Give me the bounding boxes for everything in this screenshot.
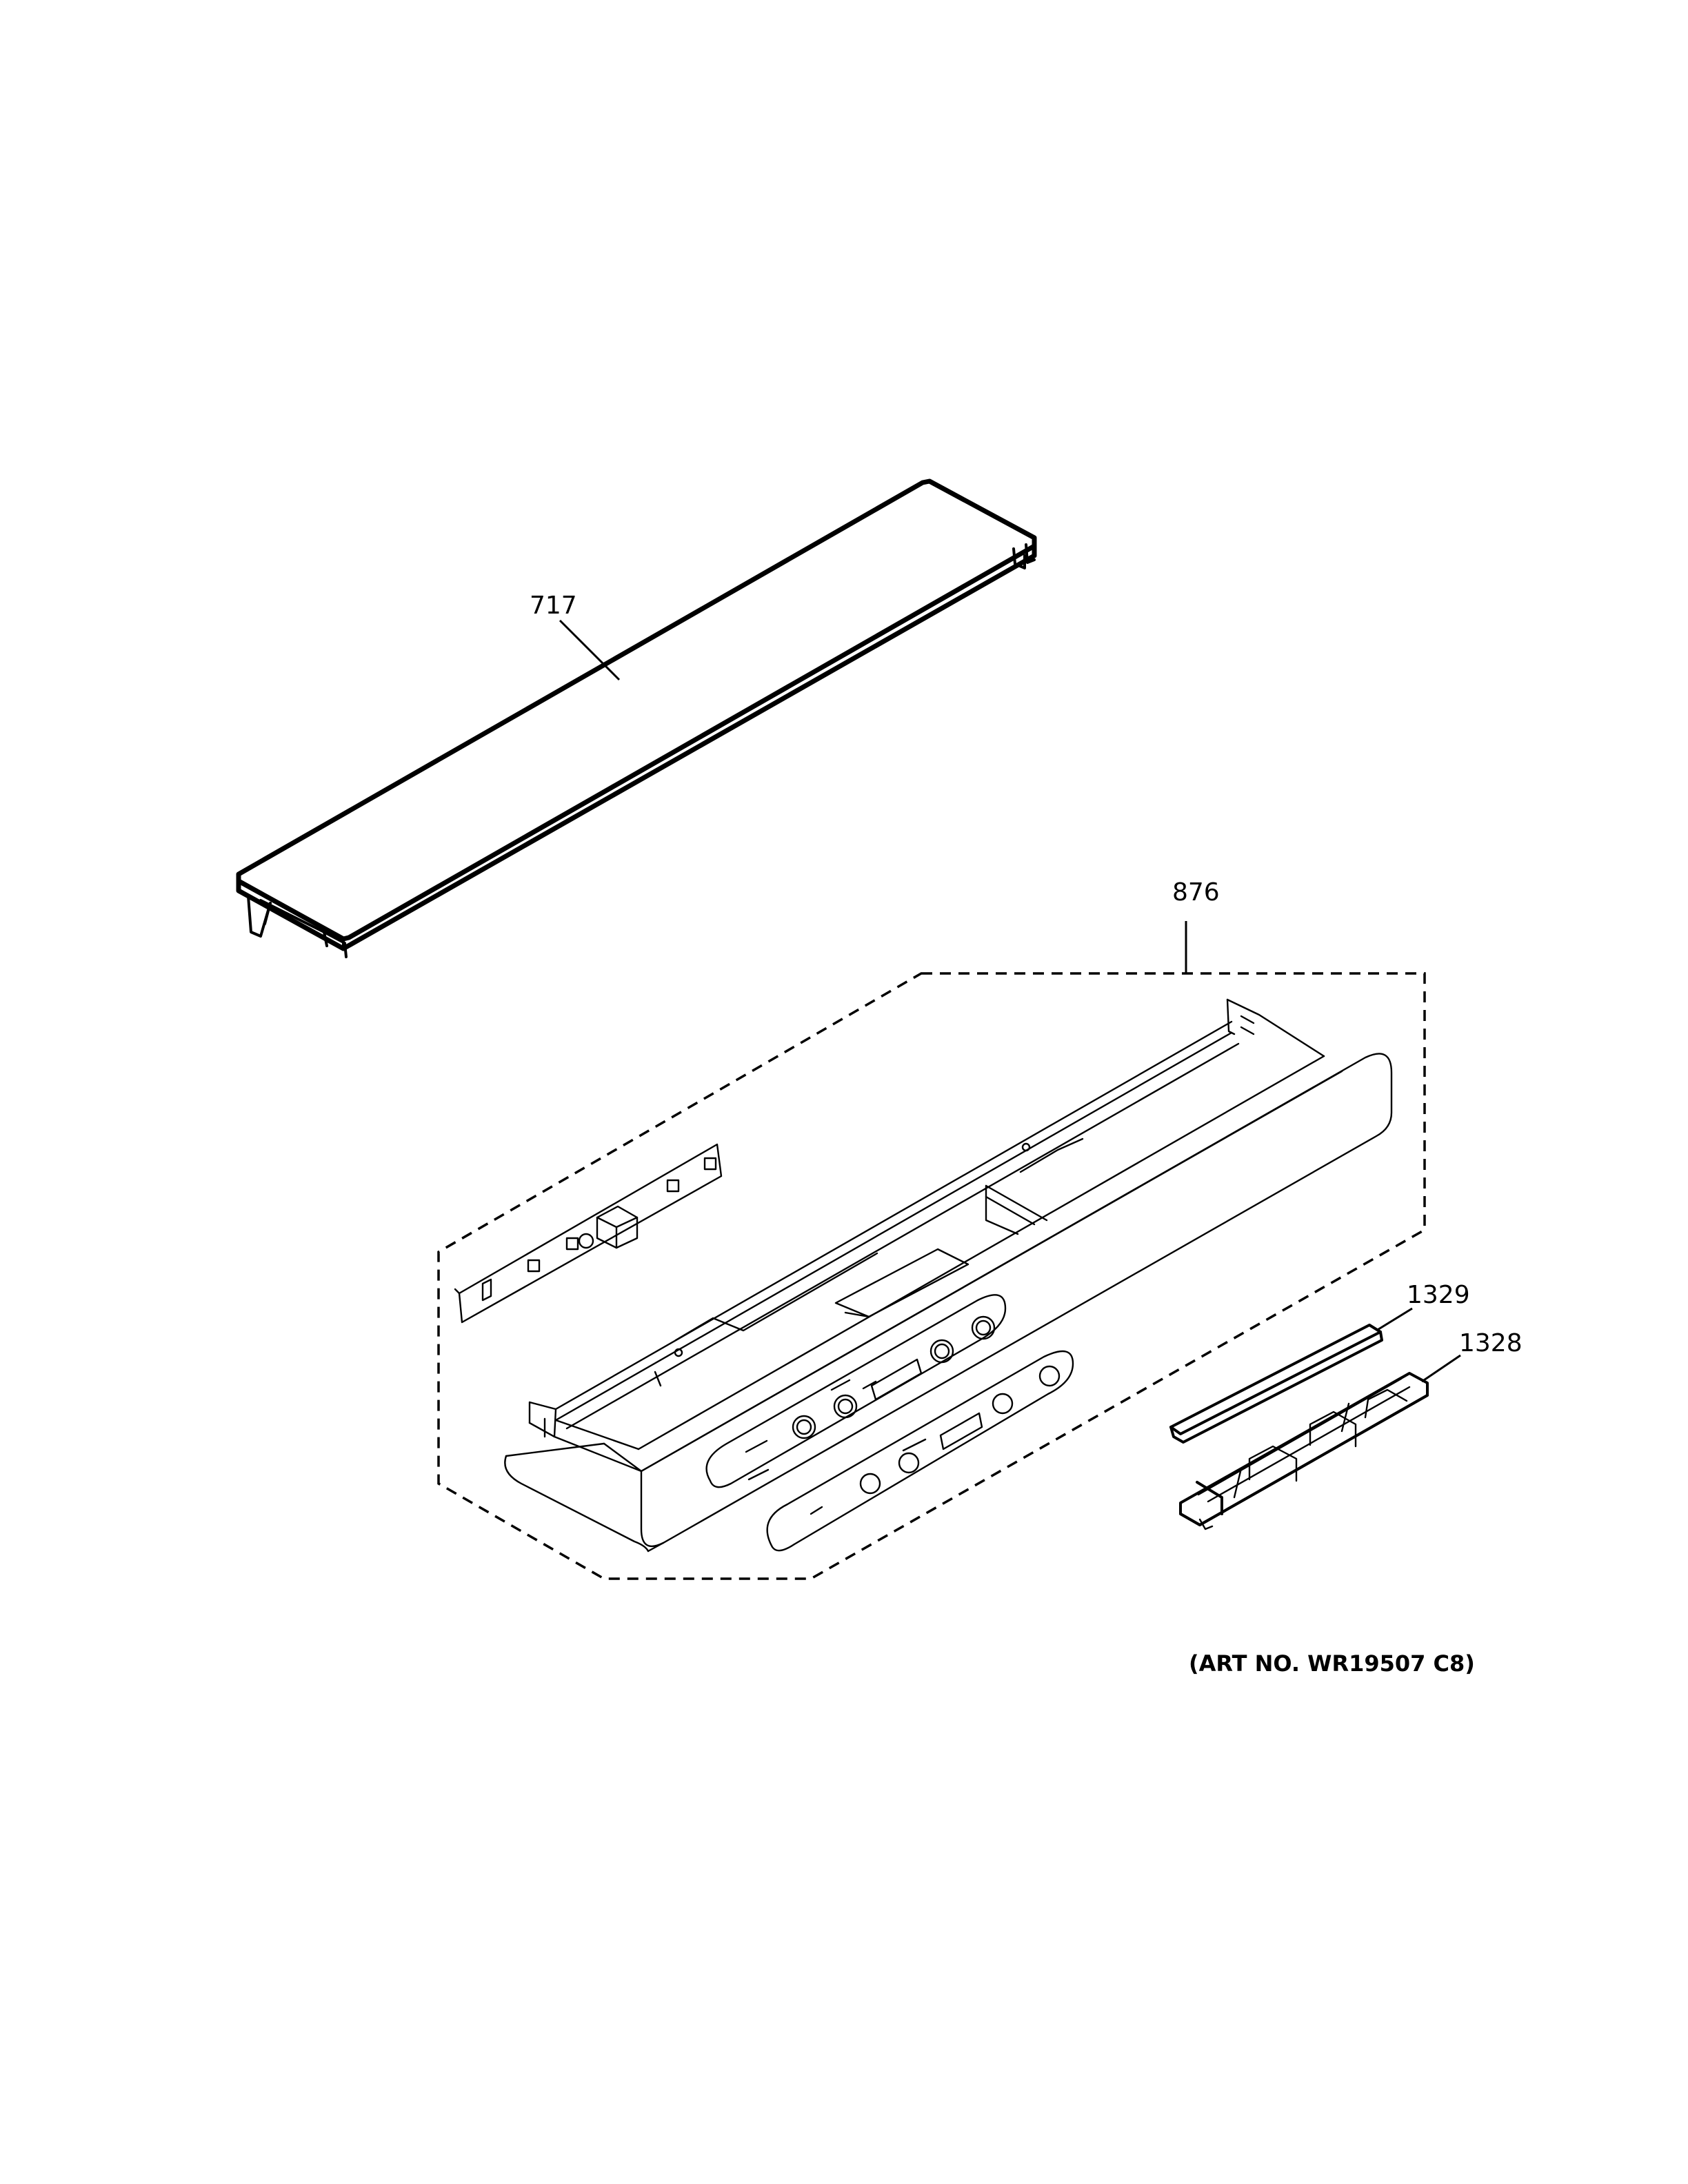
leader-line-1329 — [1376, 1307, 1413, 1332]
callout-876: 876 — [1172, 878, 1220, 907]
leader-line-717 — [559, 619, 621, 681]
callout-717: 717 — [530, 592, 577, 620]
control-panel-part — [454, 998, 1393, 1553]
callout-1329: 1329 — [1407, 1281, 1470, 1309]
gasket-part — [1169, 1324, 1383, 1444]
callout-1328: 1328 — [1459, 1329, 1523, 1357]
bracket-part — [1179, 1372, 1429, 1530]
art-number: (ART NO. WR19507 C8) — [1189, 1650, 1475, 1677]
trim-cover-part — [236, 478, 1037, 958]
assembly-boundary — [437, 972, 1426, 1580]
leader-line-1328 — [1421, 1354, 1461, 1383]
